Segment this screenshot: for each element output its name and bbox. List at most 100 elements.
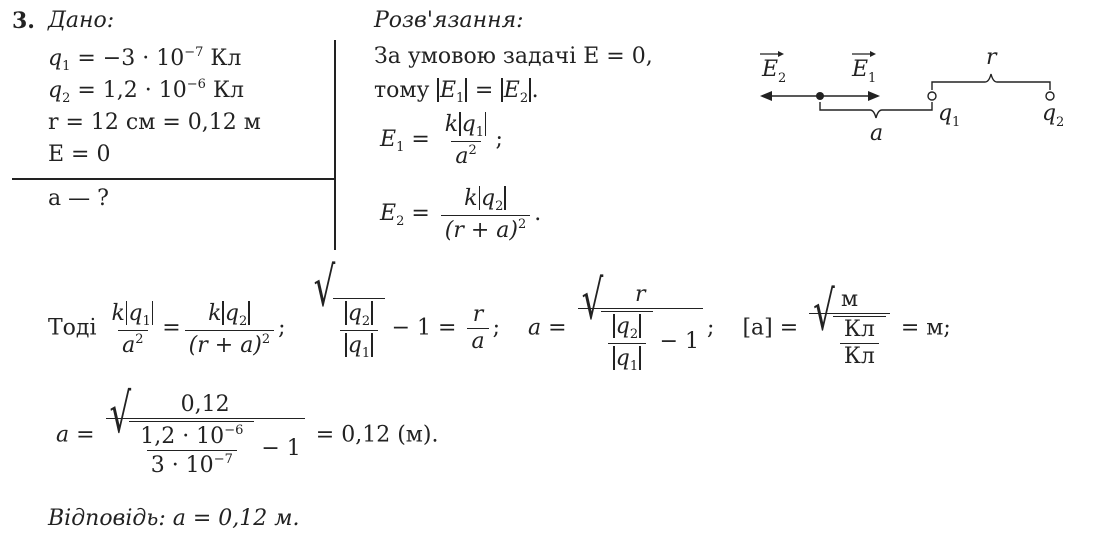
calc-result: = 0,12 (м). — [315, 422, 439, 448]
r-plus-a: (r + a) — [188, 332, 262, 358]
solution-title: Розв'язання: — [374, 8, 524, 33]
unit-check-lhs: [a] = — [742, 315, 799, 341]
q1-subscript: 1 — [142, 313, 151, 329]
under-denominator: 3 · 10 — [150, 453, 214, 478]
abs-bar — [125, 300, 128, 325]
answer-text: a = 0,12 м. — [172, 506, 300, 531]
abs-bar — [371, 300, 373, 325]
calculation-line: a = 0,12 √ 1,2 · 10−6 3 · 10−7 − 1 = 0,1… — [56, 387, 439, 477]
E1-vector-arrowhead — [870, 51, 876, 57]
q2-marker — [1045, 91, 1055, 101]
q1-exponent: −7 — [184, 45, 204, 60]
abs-bar — [639, 346, 641, 370]
k-symbol: k — [444, 112, 459, 137]
E2-subscript: 2 — [519, 91, 529, 106]
q2-exponent: −6 — [186, 77, 206, 92]
q2-subscript: 2 — [62, 91, 71, 106]
E2-vector-arrowhead — [778, 51, 784, 57]
r-label: r — [986, 45, 998, 70]
minus-one: − 1 — [261, 436, 301, 461]
semicolon: ; — [278, 315, 286, 341]
point-dot — [816, 92, 824, 100]
E1-symbol: E — [380, 127, 397, 152]
exponent-2: 2 — [517, 217, 527, 232]
abs-bar — [529, 78, 531, 102]
answer-label: Відповідь: — [48, 506, 166, 531]
fraction: q2 q1 — [608, 314, 646, 374]
q-symbol: q — [224, 300, 239, 326]
abs-bar — [484, 112, 487, 136]
q-symbol: q — [128, 300, 143, 326]
given-q2: q2 = 1,2 · 10−6 Кл — [48, 78, 244, 105]
E1-label-sub: 1 — [868, 71, 876, 86]
k-symbol: k — [464, 186, 478, 211]
q1-subscript: 1 — [361, 345, 371, 361]
abs-bar — [437, 78, 439, 102]
given-title: Дано: — [48, 8, 115, 33]
E2-label: E — [761, 57, 778, 82]
a-symbol: a — [467, 328, 489, 353]
abs-bar — [345, 332, 347, 357]
q2-label-sub: 2 — [1056, 115, 1064, 130]
abs-bar — [459, 112, 461, 136]
given-r: r = 12 см = 0,12 м — [48, 110, 261, 135]
E2-symbol: E — [380, 201, 397, 226]
abs-bar — [613, 346, 615, 370]
under-numerator: 1,2 · 10 — [140, 424, 225, 449]
E1-subscript: 1 — [396, 140, 405, 155]
given-find: a — ? — [48, 186, 109, 211]
r-symbol: r — [635, 282, 646, 307]
q2-subscript: 2 — [361, 313, 371, 329]
unit-m: м — [840, 287, 859, 312]
E2-subscript: 2 — [396, 214, 405, 229]
q1-subscript: 1 — [629, 359, 639, 374]
a-equals: a = — [56, 422, 95, 448]
abs-bar — [639, 314, 641, 338]
exponent-2: 2 — [261, 331, 271, 347]
abs-bar — [345, 300, 347, 325]
q2-subscript: 2 — [495, 199, 504, 214]
abs-bar — [465, 78, 467, 102]
E2-label-sub: 2 — [778, 71, 786, 86]
q2-unit: Кл — [212, 78, 244, 103]
fraction: r a — [467, 302, 489, 353]
vertical-divider — [334, 40, 336, 250]
given-divider — [12, 178, 335, 180]
a-equals: a = — [528, 315, 567, 341]
E1-subscript: 1 — [456, 91, 465, 106]
semicolon: ; — [492, 315, 501, 341]
under-numerator-exp: −6 — [224, 423, 244, 438]
exponent-2: 2 — [468, 143, 477, 158]
unit-kl: Кл — [839, 343, 879, 368]
q2-subscript: 2 — [629, 327, 639, 342]
numerator: 0,12 — [180, 392, 230, 417]
fraction: r √ q2 q1 − 1 — [577, 274, 704, 374]
r-plus-a: (r + a) — [444, 218, 518, 243]
q1-marker — [927, 91, 937, 101]
abs-bar — [222, 300, 224, 325]
q-symbol: q — [461, 112, 476, 137]
answer-line: Відповідь: a = 0,12 м. — [48, 508, 299, 530]
problem-number: 3. — [12, 8, 35, 34]
abs-bar — [151, 300, 154, 325]
then-word: Тоді — [48, 315, 97, 341]
q1-symbol: q — [48, 46, 63, 71]
r-brace — [931, 73, 1051, 90]
a-symbol: a — [455, 144, 469, 169]
q-symbol: q — [615, 346, 630, 371]
abs-bar — [613, 314, 615, 338]
fraction: 0,12 √ 1,2 · 10−6 3 · 10−7 − 1 — [105, 387, 305, 477]
fraction: 1,2 · 10−6 3 · 10−7 — [136, 424, 247, 477]
r-symbol: r — [472, 302, 484, 327]
q1-label-sub: 1 — [952, 115, 960, 130]
q1-label: q — [938, 101, 952, 126]
a-symbol: a — [122, 332, 136, 358]
a-label: a — [870, 121, 883, 146]
q1-subscript: 1 — [475, 125, 484, 140]
a-brace — [819, 102, 933, 119]
